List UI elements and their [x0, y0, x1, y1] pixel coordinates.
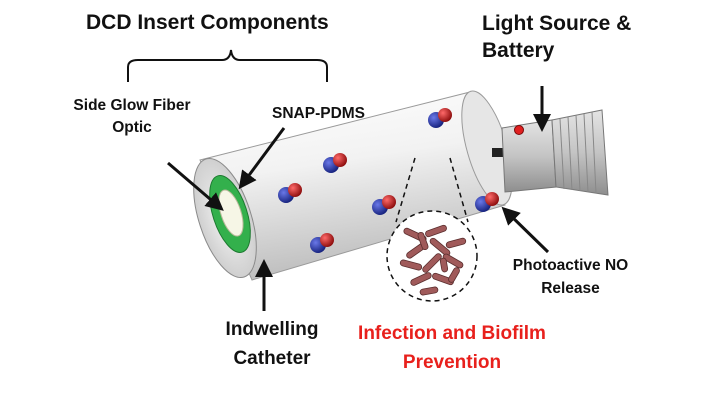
arrows	[167, 86, 551, 311]
bacteria-icon	[419, 286, 439, 296]
bacteria-icon	[417, 231, 429, 251]
bacteria-icon	[422, 253, 442, 273]
light-source-battery	[492, 109, 609, 196]
arrow-icon	[501, 206, 550, 254]
zoom-lines	[395, 157, 469, 223]
no-molecule-icon	[310, 233, 334, 253]
indicator-light-icon	[514, 125, 524, 135]
bacteria-icon	[445, 237, 467, 249]
bacteria-icon	[429, 237, 451, 257]
light-source-label: Light Source & Battery	[482, 10, 682, 65]
bacteria-icon	[439, 257, 449, 273]
bacteria-inset	[386, 210, 478, 302]
bacteria-icon	[425, 224, 447, 238]
arrow-icon	[238, 127, 286, 190]
photoactive-release-label: Photoactive NO Release	[512, 257, 629, 298]
infection-prevention-label: Infection and Biofilm Prevention	[358, 323, 546, 373]
light-source-text: Light Source & Battery	[482, 12, 632, 63]
no-molecule-icon	[278, 183, 302, 203]
brace-icon	[127, 49, 328, 82]
bacteria-icon	[442, 253, 464, 269]
no-molecule-icon	[428, 108, 452, 128]
no-molecule-icon	[475, 192, 499, 212]
bacteria-icon	[448, 267, 460, 283]
no-molecules	[278, 108, 499, 253]
title-label: DCD Insert Components	[86, 11, 329, 34]
indwelling-catheter-label: Indwelling Catheter	[225, 319, 319, 369]
no-molecule-icon	[372, 195, 396, 215]
bacteria-icon	[410, 272, 432, 286]
side-glow-fiber-label: Side Glow Fiber Optic	[73, 97, 191, 137]
bacteria-icon	[432, 272, 454, 286]
catheter-opening	[193, 157, 257, 279]
no-molecule-icon	[323, 153, 347, 173]
bacteria-icon	[399, 259, 423, 271]
arrow-icon	[167, 161, 224, 211]
snap-pdms-label: SNAP-PDMS	[272, 105, 366, 122]
